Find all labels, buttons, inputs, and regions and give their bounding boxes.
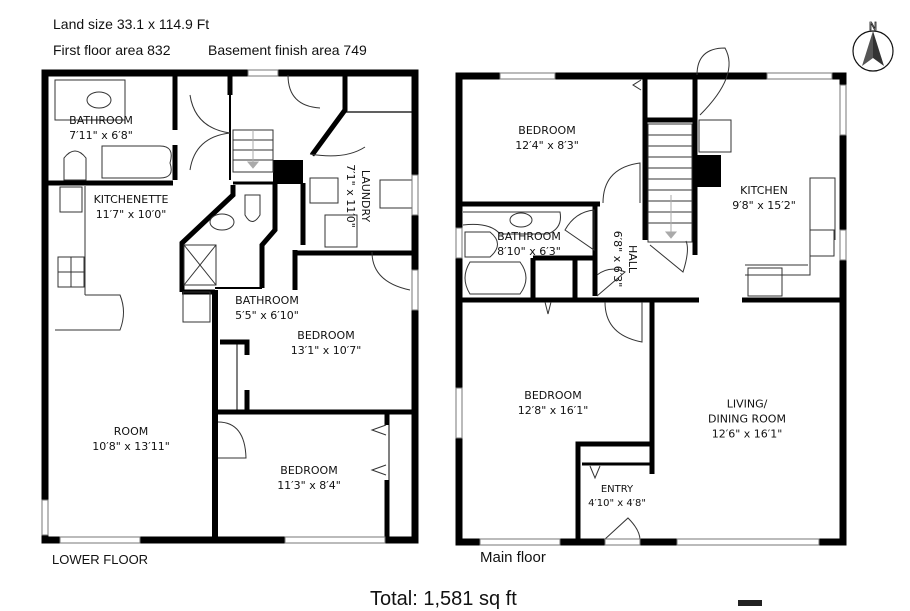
room-label-entry: ENTRY 4′10" x 4′8": [588, 483, 646, 511]
room-label-laundry: LAUNDRY 7′1" x 11′0": [343, 164, 373, 228]
room-size: 5′5" x 6′10": [235, 309, 299, 322]
lower-floor-fixtures: [54, 74, 416, 476]
room-size: 11′3" x 8′4": [277, 479, 341, 492]
room-label-lower-bedroom-1: BEDROOM 13′1" x 10′7": [291, 328, 362, 358]
room-size: 8′10" x 6′3": [497, 245, 561, 258]
main-floor-stairs: [647, 123, 693, 243]
room-size: 13′1" x 10′7": [290, 344, 362, 357]
room-label-main-bedroom-2: BEDROOM 12′8" x 16′1": [518, 388, 589, 418]
room-size: 9′8" x 15′2": [732, 199, 796, 212]
room-name: BEDROOM: [518, 124, 576, 137]
main-floor-fixtures: [462, 47, 836, 541]
room-name: BATHROOM: [235, 294, 299, 307]
first-floor-area-label: First floor area 832: [53, 42, 171, 58]
main-floor-label: Main floor: [480, 549, 546, 566]
room-label-lower-bathroom-1: BATHROOM 7′11" x 6′8": [69, 113, 133, 143]
room-name: BATHROOM: [497, 230, 561, 243]
room-label-kitchenette: KITCHENETTE 11′7" x 10′0": [94, 192, 169, 222]
land-size-label: Land size 33.1 x 114.9 Ft: [53, 16, 210, 32]
room-name: ENTRY: [600, 484, 634, 495]
room-name: BEDROOM: [280, 464, 338, 477]
room-name-line2: DINING ROOM: [708, 412, 786, 426]
room-size: 11′7" x 10′0": [95, 208, 167, 221]
room-label-lower-bathroom-2: BATHROOM 5′5" x 6′10": [235, 293, 299, 323]
room-size: 12′8" x 16′1": [517, 404, 589, 417]
room-name: HALL: [626, 244, 639, 274]
room-name: BEDROOM: [297, 329, 355, 342]
room-name: LIVING/: [726, 397, 768, 411]
lower-floor-walls: [41, 69, 419, 544]
room-label-room: ROOM 10′8" x 13′11": [92, 424, 170, 454]
room-label-living-dining: LIVING/ DINING ROOM 12′6" x 16′1": [708, 397, 786, 442]
room-label-lower-bedroom-2: BEDROOM 11′3" x 8′4": [277, 463, 341, 493]
room-label-hall: HALL 6′8" x 6′3": [610, 231, 640, 288]
svg-text:N: N: [869, 20, 877, 33]
room-size: 4′10" x 4′8": [588, 498, 646, 509]
room-size: 12′6" x 16′1": [711, 427, 783, 441]
room-size: 6′8" x 6′3": [611, 230, 624, 288]
lower-floor-windows: [41, 69, 419, 544]
main-floor-walls: [455, 72, 847, 546]
room-name: KITCHENETTE: [93, 193, 169, 206]
lower-floor-label: LOWER FLOOR: [52, 552, 149, 567]
room-name: BATHROOM: [69, 114, 133, 127]
room-name: ROOM: [113, 425, 149, 438]
room-size: 12′4" x 8′3": [515, 139, 579, 152]
logo-mark: [738, 600, 762, 606]
room-name: LAUNDRY: [359, 169, 372, 223]
main-floor-windows: [455, 72, 847, 546]
lower-floor-stairs: [232, 129, 274, 173]
compass: N: [850, 18, 900, 74]
basement-area-label: Basement finish area 749: [208, 42, 367, 58]
room-label-kitchen: KITCHEN 9′8" x 15′2": [732, 183, 796, 213]
room-name: BEDROOM: [524, 389, 582, 402]
room-size: 7′1" x 11′0": [344, 164, 357, 228]
room-label-main-bedroom-1: BEDROOM 12′4" x 8′3": [515, 123, 579, 153]
room-size: 7′11" x 6′8": [69, 129, 133, 142]
room-size: 10′8" x 13′11": [92, 440, 170, 453]
room-label-main-bathroom: BATHROOM 8′10" x 6′3": [497, 229, 561, 259]
total-area: Total: 1,581 sq ft: [370, 588, 517, 610]
room-name: KITCHEN: [740, 184, 788, 197]
north-arrow-icon: N: [852, 20, 894, 72]
